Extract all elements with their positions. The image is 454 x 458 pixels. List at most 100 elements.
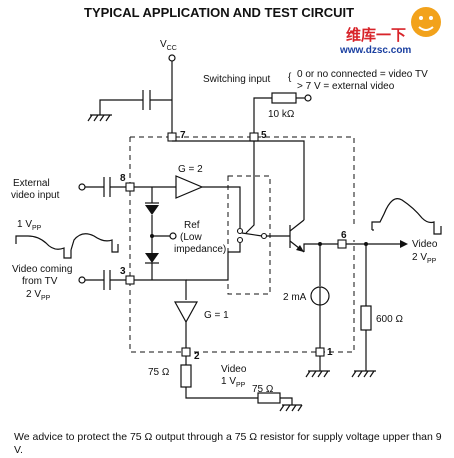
waveform-2vpp-shape [371,198,442,235]
transistor-emitter-arrow-icon [296,245,304,252]
amp-g1-triangle-icon [173,301,199,324]
ic-boundary-top-right [130,136,355,225]
watermark-brand: 维库一下 [346,26,406,44]
video1-vpp-sub: PP [236,382,246,389]
ground-icon [351,370,376,378]
resistor-75-b [257,392,281,404]
watermark-logo-smile-icon [418,26,434,31]
vpp1-label-main: 1 V [17,219,32,230]
watermark-logo-eye-icon [429,16,433,20]
tv-video-terminal [78,276,86,284]
waveform-1vpp-input: 1 VPP [15,219,119,259]
video2-label-1: Video [412,239,438,250]
resistor-600-label: 600 Ω [376,314,403,325]
ext-video-label-1: External [13,178,50,189]
pin-7-label: 7 [180,130,186,141]
video2-vpp-sub: PP [427,258,437,265]
ref-label-3: impedance) [174,244,226,255]
resistor-600 [360,305,372,331]
ground-icon [87,114,112,122]
tv-video-input-section: Video coming from TV 2 VPP 3 [12,236,244,302]
video-output-section: 6 Video 2 VPP 600 Ω [337,230,438,378]
amplifier-g1: G = 1 2 75 Ω Video 1 VPP 75 Ω [148,301,303,412]
video1-label-1: Video [221,364,247,375]
ref-label-1: Ref [184,220,200,231]
ground-icon [279,404,303,412]
vcc-label-main: V [160,39,167,50]
tv-video-vpp-sub: PP [41,295,51,302]
vpp1-label: 1 VPP [17,219,42,232]
diode-top-icon [145,205,159,215]
tv-video-vpp-main: 2 V [26,289,41,300]
switch-control-wire [245,141,255,234]
resistor-75-a [180,364,192,388]
vpp1-label-sub: PP [32,225,42,232]
vcc-terminal [168,54,176,62]
watermark-site: www.dzsc.com [339,45,411,56]
pin-2-label: 2 [194,351,200,362]
waveform-2vpp-output [371,198,442,235]
watermark-logo-icon [411,7,441,37]
r75a-label: 75 Ω [148,367,170,378]
tv-to-switch-wire [186,243,241,281]
ref-label-2: (Low [180,232,202,243]
output-arrow-icon [400,240,408,248]
transistor-collector-leg [289,219,305,232]
ext-video-label-2: video input [11,190,60,201]
r75b-ground-wire [280,397,293,405]
r10k-wire-left [253,97,272,137]
amp-g1-label: G = 1 [204,310,229,321]
tv-video-label-1: Video coming [12,264,72,275]
footnote-text: We advice to protect the 75 Ω output thr… [14,431,442,456]
watermark-logo-eye-icon [419,16,423,20]
r75b-label: 75 Ω [252,384,274,395]
switching-input-section: Switching input { 0 or no connected = vi… [203,69,428,234]
diode-reference-network: Ref (Low impedance) [145,202,226,280]
waveform-1vpp-right-shape [70,233,119,253]
switch-options-brace: { [288,72,292,83]
pin-3-box [125,275,135,285]
ic-boundary-left-bottom [129,137,355,353]
video1-vpp-main: 1 V [221,376,236,387]
resistor-10k [271,92,297,104]
decap-ground-wire [99,99,143,115]
analog-switch [241,232,290,240]
ext-video-terminal [78,183,86,191]
current-source-label: 2 mA [283,292,307,303]
switching-input-label: Switching input [203,74,270,85]
switch-option-1: 0 or no connected = video TV [297,69,428,80]
collector-to-vcc-wire [172,140,305,220]
amplifier-g2: G = 2 [175,164,244,235]
ic-boundary [129,136,355,353]
video2-label-2: 2 VPP [412,252,437,265]
pin-6-box [337,239,347,249]
waveform-1vpp-left-shape [15,235,72,259]
switch-block-outline [227,175,271,295]
pin-8-label: 8 [120,173,126,184]
video1-label-2: 1 VPP [221,376,246,389]
switch-contact-b [236,236,244,244]
switching-input-terminal [304,94,312,102]
pin-1-box [315,347,325,357]
amp-g2-triangle-icon [175,175,204,199]
output-stage: 2 mA 1 [172,140,338,378]
vcc-label-sub: CC [167,45,177,52]
pin-8-box [125,182,135,192]
diode-bottom-icon [145,253,159,263]
switch-common-contact [260,232,268,240]
ref-terminal [169,232,177,240]
pin-7-box [167,132,177,142]
pin-3-label: 3 [120,266,126,277]
video2-vpp-main: 2 V [412,252,427,263]
tv-video-label-2: from TV [22,276,58,287]
pin-1-label: 1 [327,347,333,358]
pin-2-box [181,347,191,357]
emitter-to-output-wire [303,243,338,252]
vcc-label: VCC [160,39,177,52]
vcc-section: VCC 7 [87,39,186,142]
pin-5-label: 5 [261,130,267,141]
ground-icon [305,370,330,378]
diagram-title: TYPICAL APPLICATION AND TEST CIRCUIT [84,5,354,20]
switch-wiper [241,232,263,237]
